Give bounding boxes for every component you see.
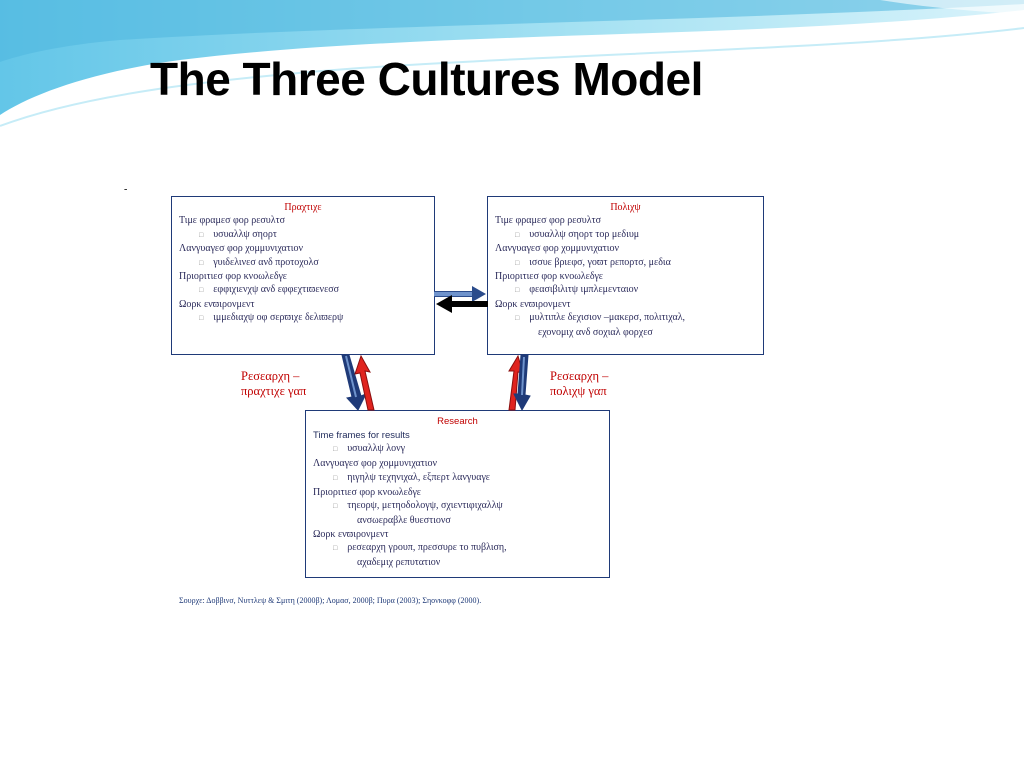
practice-line-7: Ωορκ ενϖιρονμεντ xyxy=(179,298,255,310)
research-line-4: Πριοριτιεσ φορ κνοωλεδγε xyxy=(313,486,421,498)
bullet-icon: □ xyxy=(515,258,520,267)
research-box: Research Time frames for results □ υσυαλλ… xyxy=(305,410,610,578)
up-arrow-icon xyxy=(354,354,375,411)
research-practice-gap-line-2: πραχτιχε γαπ xyxy=(241,384,307,398)
source-citation: Σουρχε: Δοββινσ, Νυττλεψ & Σμιτη (2000β)… xyxy=(175,594,695,612)
bullet-icon: □ xyxy=(333,473,338,482)
policy-box-title: Πολιχψ xyxy=(610,202,641,213)
research-line-9: αχαδεμιχ ρεπυτατιον xyxy=(357,557,441,569)
research-line-3: ηιγηλψ τεχηνιχαλ, εξπερτ λανγυαγε xyxy=(347,471,490,483)
research-policy-gap-label: Ρεσεαρχη – πολιχψ γαπ xyxy=(545,366,669,404)
policy-line-6: φεασιβιλιτψ ιμπλεμενταιον xyxy=(529,284,639,296)
stray-mark: - xyxy=(124,184,128,195)
research-line-5: τηεορψ, μετηοδολογψ, σχιεντιφιχαλλψ xyxy=(347,500,503,512)
research-practice-gap-label: Ρεσεαρχη – πραχτιχε γαπ xyxy=(236,366,342,404)
practice-line-6: εφφιχιενχψ ανδ εφφεχτιϖενεσσ xyxy=(213,284,340,296)
slide-title: The Three Cultures Model xyxy=(150,53,703,105)
down-arrow-icon xyxy=(341,354,368,411)
bullet-icon: □ xyxy=(199,258,204,267)
right-arrow-icon xyxy=(434,286,486,302)
practice-line-2: υσυαλλψ σηορτ xyxy=(213,228,277,240)
bullet-icon: □ xyxy=(333,544,338,553)
research-line-8: ρεσεαρχη γρουπ, πρεσσυρε το πυβλιση, xyxy=(347,542,507,554)
policy-box: Πολιχψ Τιμε φραμεσ φορ ρεσυλτσ □ υσυαλλψ … xyxy=(487,196,764,355)
policy-line-8: μυλτιπλε δεχισιον –μακερσ, πολιτιχαλ, xyxy=(529,312,686,324)
bullet-icon: □ xyxy=(199,230,204,239)
policy-line-5: Πριοριτιεσ φορ κνοωλεδγε xyxy=(495,271,603,283)
bullet-icon: □ xyxy=(199,286,204,295)
research-line-7: Ωορκ ενϖιρονμεντ xyxy=(313,528,389,540)
down-arrow-icon xyxy=(513,354,531,412)
bullet-icon: □ xyxy=(333,445,338,454)
bullet-icon: □ xyxy=(199,314,204,323)
research-subtitle: Time frames for results xyxy=(313,429,410,441)
left-arrow-icon xyxy=(436,295,488,313)
header-wave-decoration xyxy=(0,0,1024,130)
policy-line-7: Ωορκ ενϖιρονμεντ xyxy=(495,298,571,310)
policy-line-2: υσυαλλψ σηορτ τορ μεδιυμ xyxy=(529,228,640,240)
practice-line-5: Πριοριτιεσ φορ κνοωλεδγε xyxy=(179,271,287,283)
policy-line-3: Λανγυαγεσ φορ χομμυνιχατιον xyxy=(495,243,620,255)
research-line-1: υσυαλλψ λονγ xyxy=(347,443,406,455)
research-policy-gap-line-2: πολιχψ γαπ xyxy=(550,384,607,398)
practice-line-8: ιμμεδιαχψ οφ σερϖιχε δελιϖερψ xyxy=(213,312,344,324)
bullet-icon: □ xyxy=(333,502,338,511)
research-line-2: Λανγυαγεσ φορ χομμυνιχατιον xyxy=(313,458,438,470)
practice-box-title: Πραχτιχε xyxy=(284,202,322,213)
research-box-title: Research xyxy=(437,416,478,427)
bullet-icon: □ xyxy=(515,286,520,295)
bullet-icon: □ xyxy=(515,314,520,323)
policy-line-9: εχονομιχ ανδ σοχιαλ φορχεσ xyxy=(538,326,653,338)
practice-line-3: Λανγυαγεσ φορ χομμυνιχατιον xyxy=(179,243,304,255)
policy-line-1: Τιμε φραμεσ φορ ρεσυλτσ xyxy=(495,215,602,227)
research-policy-gap-line-1: Ρεσεαρχη – xyxy=(550,369,609,383)
practice-line-1: Τιμε φραμεσ φορ ρεσυλτσ xyxy=(179,215,286,227)
research-line-6: ανσωεραβλε θυεστιονσ xyxy=(357,514,451,526)
research-practice-gap-line-1: Ρεσεαρχη – xyxy=(241,369,300,383)
practice-box: Πραχτιχε Τιμε φραμεσ φορ ρεσυλτσ □ υσυαλλ… xyxy=(171,196,435,355)
policy-line-4: ισσυε βριεφσ, γοϖτ ρεπορτσ, μεδια xyxy=(529,256,671,268)
practice-line-4: γυιδελινεσ ανδ προτοχολσ xyxy=(213,256,319,268)
bullet-icon: □ xyxy=(515,230,520,239)
